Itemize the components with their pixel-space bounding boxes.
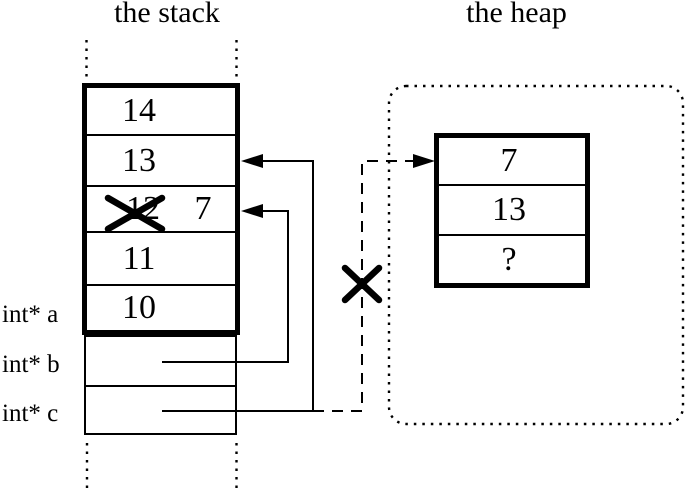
heap-cell-unknown: ? [439, 236, 585, 283]
label-int-ptr-a: int* a [2, 301, 59, 328]
heap-title: the heap [466, 0, 567, 29]
stack-cell-12-overwritten: 12 7 [87, 187, 235, 233]
stack-cell-10: 10 [87, 286, 235, 330]
stack-cell-value: 13 [122, 141, 156, 179]
invalid-pointer-x-icon [341, 264, 383, 304]
stack-cell-value: 11 [122, 239, 156, 277]
stack-title: the stack [114, 0, 220, 29]
stack-cell-value: 10 [122, 289, 156, 326]
replacement-value: 7 [194, 190, 212, 227]
stack-cell-11: 11 [87, 233, 235, 286]
stack-cell-value: 14 [122, 92, 156, 129]
heap-cell-13: 13 [439, 186, 585, 236]
stack-box: 14 13 12 7 11 10 [82, 83, 240, 335]
heap-cell-value: 13 [492, 191, 526, 228]
label-int-ptr-c: int* c [2, 400, 59, 427]
heap-cell-7: 7 [439, 138, 585, 186]
label-int-ptr-b: int* b [2, 351, 60, 378]
heap-box: 7 13 ? [434, 133, 590, 288]
pointer-slot-c [84, 385, 237, 435]
dangling-pointer-dashed-line [313, 160, 414, 412]
heap-cell-value: 7 [500, 142, 518, 179]
pointer-slot-b [84, 335, 237, 387]
heap-cell-value: ? [501, 240, 517, 278]
dangling-heap-pointer-arrow [313, 154, 435, 412]
arrowhead-icon [241, 154, 263, 168]
arrowhead-icon [413, 154, 435, 168]
stack-cell-14: 14 [87, 88, 235, 136]
stack-cell-13: 13 [87, 136, 235, 187]
